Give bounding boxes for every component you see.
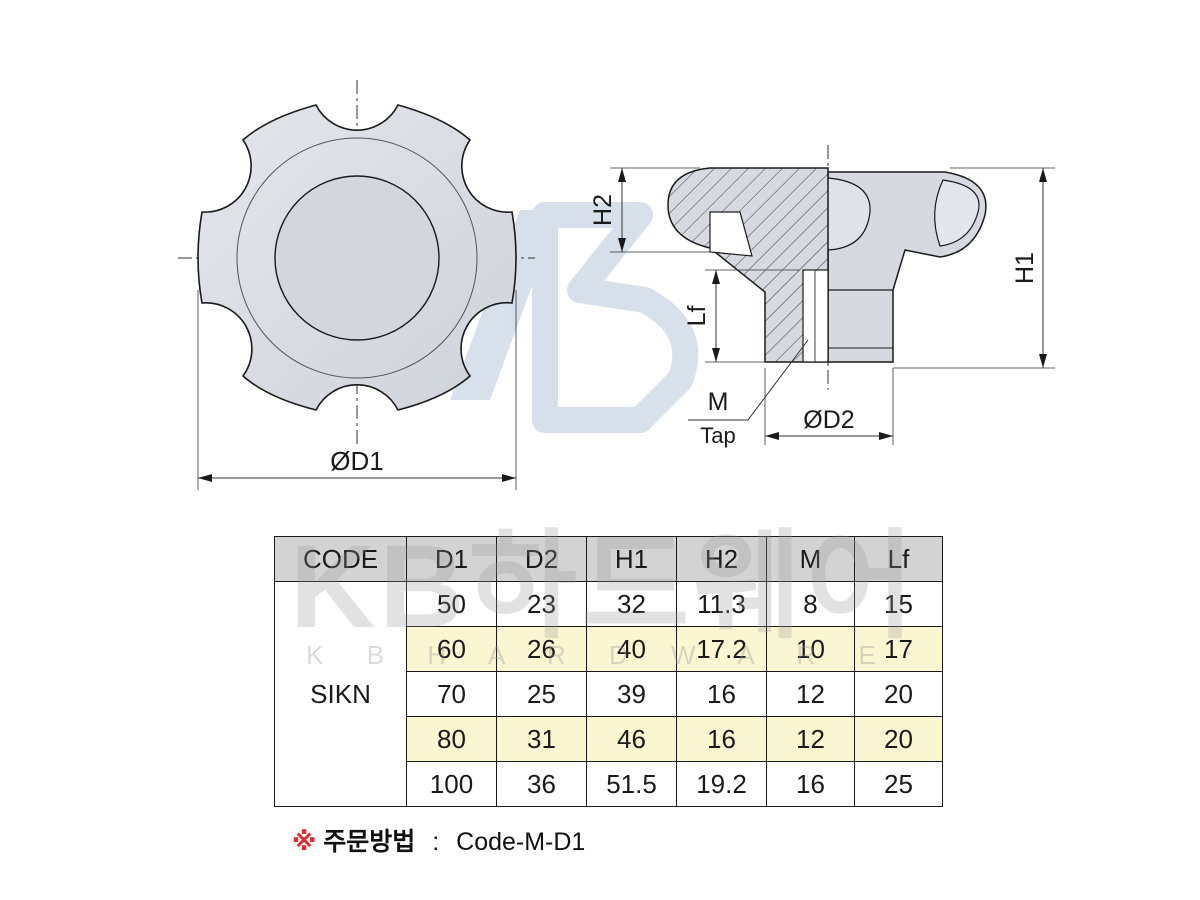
side-view xyxy=(610,145,1055,445)
table-cell: 20 xyxy=(854,716,943,762)
table-header-row: CODE D1 D2 H1 H2 M Lf xyxy=(274,536,943,582)
table-cell: 25 xyxy=(496,671,587,717)
table-cell: 12 xyxy=(766,671,855,717)
table-cell: 36 xyxy=(496,761,587,807)
outer-ring xyxy=(236,137,478,379)
table-cell: 20 xyxy=(854,671,943,717)
table-cell: 16 xyxy=(676,716,767,762)
table-cell: 8 xyxy=(766,581,855,627)
label-tap: Tap xyxy=(700,423,735,448)
table-cell: 80 xyxy=(406,716,497,762)
note-value: Code-M-D1 xyxy=(456,828,586,856)
note-label: 주문방법 xyxy=(323,828,416,856)
header-lf: Lf xyxy=(854,536,943,582)
table-cell: 19.2 xyxy=(676,761,767,807)
table-cell: 17.2 xyxy=(676,626,767,672)
table-cell: 11.3 xyxy=(676,581,767,627)
order-note: ※ 주문방법 : Code-M-D1 xyxy=(292,822,585,858)
table-cell: 16 xyxy=(676,671,767,717)
table-cell: 32 xyxy=(586,581,677,627)
table-cell: 15 xyxy=(854,581,943,627)
table-cell: 70 xyxy=(406,671,497,717)
table-cell: 60 xyxy=(406,626,497,672)
label-m: M xyxy=(708,388,729,416)
header-d2: D2 xyxy=(496,536,587,582)
table-cell: 31 xyxy=(496,716,587,762)
label-h2: H2 xyxy=(589,194,617,226)
table-cell: 100 xyxy=(406,761,497,807)
table-cell: 16 xyxy=(766,761,855,807)
label-d1: ØD1 xyxy=(330,446,383,476)
table-cell: 17 xyxy=(854,626,943,672)
front-view xyxy=(178,80,535,490)
header-m: M xyxy=(766,536,855,582)
table-cell: 25 xyxy=(854,761,943,807)
table-cell: 23 xyxy=(496,581,587,627)
table-cell: 46 xyxy=(586,716,677,762)
technical-drawing: ØD1 ØD2 H2 Lf H1 M Tap xyxy=(178,80,1055,490)
note-separator: : xyxy=(432,828,440,856)
spec-table: CODE D1 D2 H1 H2 M Lf SIKN 50 23 32 11.3… xyxy=(274,536,943,807)
header-code: CODE xyxy=(274,536,407,582)
table-cell: 10 xyxy=(766,626,855,672)
label-d2: ØD2 xyxy=(803,406,854,434)
note-mark-icon: ※ xyxy=(292,828,317,856)
header-h1: H1 xyxy=(586,536,677,582)
table-cell: 51.5 xyxy=(586,761,677,807)
table-row: SIKN 50 23 32 11.3 8 15 xyxy=(274,581,943,807)
label-lf: Lf xyxy=(683,306,711,327)
inner-cap xyxy=(274,175,440,341)
table-cell: 50 xyxy=(406,581,497,627)
table-row: 70 25 39 16 12 20 xyxy=(275,671,943,717)
header-h2: H2 xyxy=(676,536,767,582)
table-row: 80 31 46 16 12 20 xyxy=(275,716,943,762)
table-row: 60 26 40 17.2 10 17 xyxy=(275,626,943,672)
table-cell: 40 xyxy=(586,626,677,672)
table-cell: 39 xyxy=(586,671,677,717)
label-h1: H1 xyxy=(1011,252,1039,284)
header-d1: D1 xyxy=(406,536,497,582)
table-cell: 26 xyxy=(496,626,587,672)
table-row: 100 36 51.5 19.2 16 25 xyxy=(275,761,943,807)
table-cell: 12 xyxy=(766,716,855,762)
code-cell: SIKN xyxy=(274,581,407,807)
